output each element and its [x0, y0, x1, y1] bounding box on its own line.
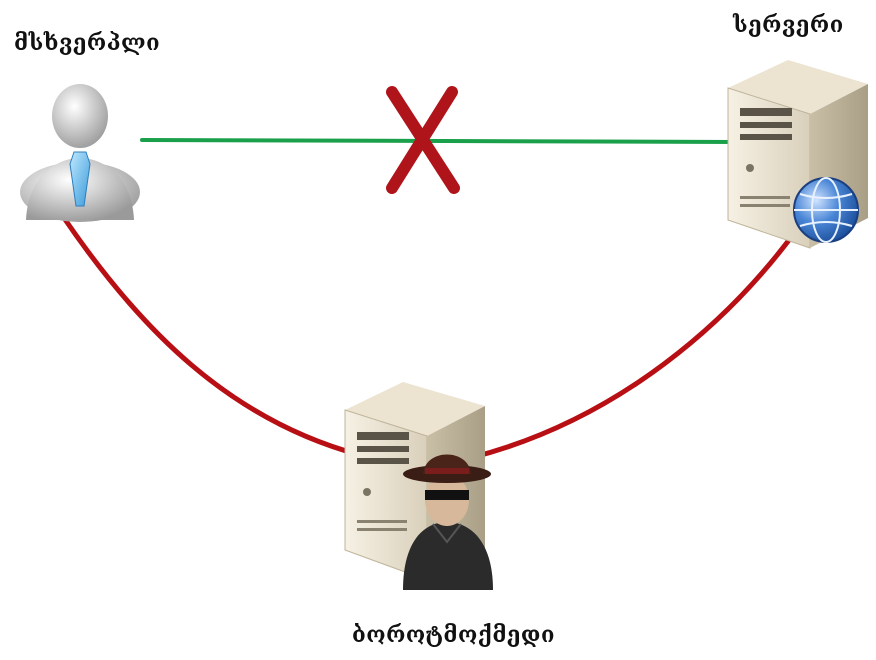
hacker-server-icon	[344, 382, 493, 590]
client-attacker-line	[59, 212, 363, 458]
server-label: სერვერი	[733, 12, 844, 38]
user-icon	[20, 84, 140, 222]
attacker-server-line	[467, 229, 798, 461]
client-label: მსხვერპლი	[14, 30, 161, 56]
server-globe-icon	[727, 60, 868, 249]
x-mark-icon	[386, 86, 460, 194]
attacker-label: ბოროტმოქმედი	[352, 622, 555, 648]
direct-connection-line	[140, 138, 737, 144]
